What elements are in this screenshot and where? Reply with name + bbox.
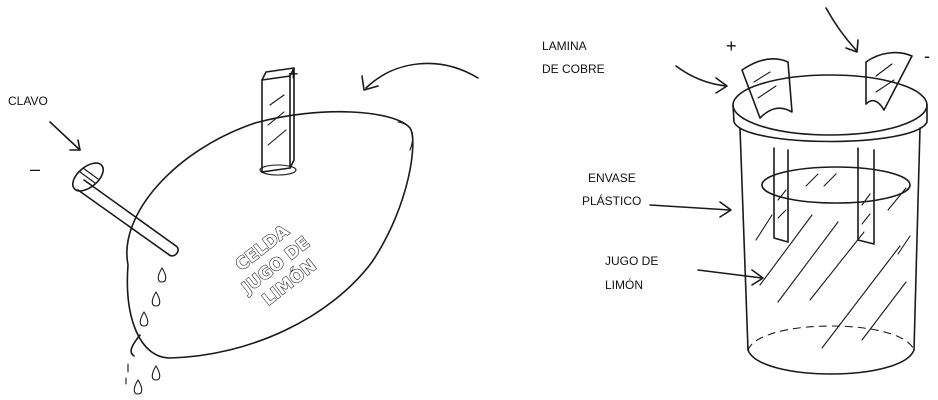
lid-minus-sign: - [924, 46, 930, 66]
copper-pointer-arrowhead [361, 75, 379, 91]
container-label-line2: PLÁSTICO [582, 193, 641, 208]
lemon-body [126, 110, 414, 359]
copper-label-arrow [675, 65, 727, 87]
nail-minus-sign: – [30, 159, 40, 179]
lemon-plus-sign: + [288, 64, 299, 84]
container-electrode-left [773, 147, 789, 243]
glass-reflections [755, 173, 911, 349]
container-lid-rim [732, 104, 928, 143]
container-bottom-back [747, 325, 915, 351]
container-cell-figure: + - LAMINA DE COBRE ENVASE PLÁSTICO JUGO… [542, 7, 930, 375]
container-bottom [747, 349, 915, 375]
lid-copper-strip-left [741, 57, 793, 119]
container-electrode-right [857, 147, 875, 245]
juice-drops [125, 266, 167, 395]
container-label-line1: ENVASE [588, 171, 636, 185]
lemon-cell-figure: + CLAVO – CELDA JUGO DE LIMÓN [8, 62, 479, 395]
container-label-arrow [649, 204, 731, 211]
lemon-tip [130, 334, 141, 357]
juice-label-line1: JUGO DE [605, 254, 658, 268]
lemon-rind-line [397, 121, 414, 151]
juice-label-arrow [697, 269, 763, 279]
juice-surface [761, 166, 911, 204]
copper-label-line2: DE COBRE [542, 62, 605, 76]
container-body [739, 127, 921, 351]
container-label-arrowhead [719, 201, 732, 218]
lid-copper-strip-right [865, 51, 913, 111]
copper-pointer-arrow [365, 62, 479, 89]
top-pointer-arrow [825, 7, 857, 51]
cell-text-group: CELDA JUGO DE LIMÓN [231, 220, 321, 311]
nail-label: CLAVO [8, 94, 48, 108]
lid-plus-sign: + [726, 36, 737, 56]
nail-label-arrowhead [69, 139, 81, 151]
nail-electrode [71, 162, 179, 257]
lemon-copper-strip [259, 67, 297, 176]
nail-label-arrow [49, 121, 81, 151]
juice-label-arrowhead [751, 269, 764, 286]
copper-label-line1: LAMINA [542, 39, 587, 53]
juice-label-line2: LIMÓN [605, 277, 643, 292]
top-pointer-arrowhead [845, 39, 859, 53]
copper-label-arrowhead [715, 77, 728, 94]
